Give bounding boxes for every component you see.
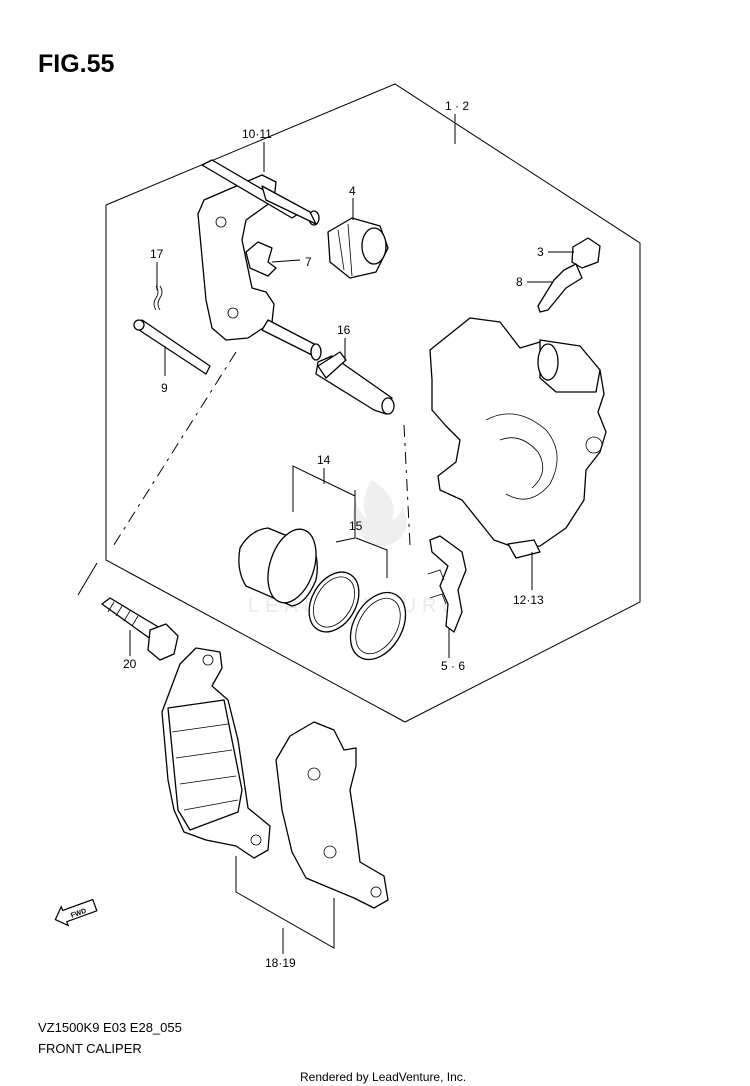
spring-part-17 — [153, 285, 163, 311]
bleeder-cap-part-3 — [571, 237, 601, 269]
callout-17: 17 — [150, 247, 164, 261]
callout-3: 3 — [537, 245, 544, 259]
callout-9: 9 — [161, 381, 168, 395]
fwd-arrow-icon — [54, 898, 98, 927]
callout-16: 16 — [337, 323, 351, 337]
leadventure-flame-logo — [352, 480, 407, 547]
figure-title: FIG.55 — [38, 50, 115, 78]
callout-8: 8 — [516, 275, 523, 289]
callout-7: 7 — [305, 255, 312, 269]
rendered-by-credit: Rendered by LeadVenture, Inc. — [300, 1070, 466, 1084]
model-code: VZ1500K9 E03 E28_055 — [38, 1020, 182, 1035]
centerline-left — [111, 351, 237, 549]
pad-pin-part-9 — [133, 319, 211, 375]
callout-15: 15 — [349, 519, 363, 533]
piston-seal-part-15 — [308, 571, 407, 661]
caliper-body — [429, 317, 607, 559]
brake-pad-inner — [161, 647, 271, 859]
callout-20: 20 — [123, 657, 137, 671]
outline-leader — [77, 562, 98, 596]
fwd-badge: FWD — [54, 898, 98, 927]
brake-pad-outer — [275, 721, 389, 909]
boot-part-4 — [327, 217, 389, 279]
bleeder-valve-part-8 — [537, 263, 583, 313]
callout-1-2: 1 · 2 — [445, 99, 469, 113]
callout-4: 4 — [349, 184, 356, 198]
callout-5-6: 5 · 6 — [441, 659, 465, 673]
mounting-bolt-part-20 — [101, 597, 179, 661]
caliper-bracket — [197, 159, 322, 361]
piston-part-14 — [238, 527, 318, 607]
leader-lines — [129, 114, 574, 954]
pad-spring-part-5-6 — [427, 535, 467, 633]
callout-10-11: 10·11 — [242, 127, 272, 141]
callout-18-19: 18·19 — [265, 956, 296, 970]
centerline-right — [403, 424, 411, 546]
assembly-outline — [105, 83, 641, 723]
diagram-caption: FRONT CALIPER — [38, 1041, 142, 1056]
slide-pin-part-16 — [315, 351, 395, 415]
pin-clip-part-7 — [245, 241, 277, 277]
callout-12-13: 12·13 — [513, 593, 544, 607]
callout-14: 14 — [317, 453, 331, 467]
